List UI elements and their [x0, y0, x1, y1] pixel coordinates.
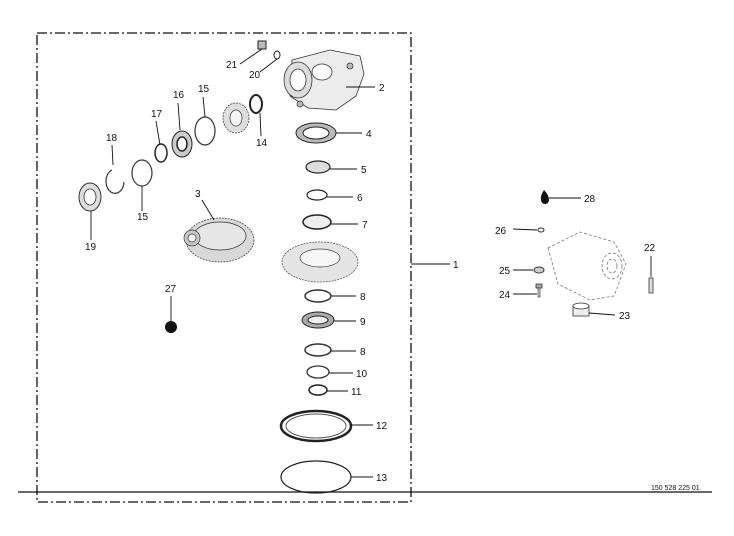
callout-3: 3 — [195, 189, 201, 200]
part-bevel-pinion-3 — [183, 217, 255, 263]
callout-11: 11 — [351, 387, 362, 398]
callout-8-upper: 8 — [360, 292, 366, 303]
part-outline-housing — [547, 231, 627, 301]
callout-16: 16 — [173, 90, 185, 101]
part-seal-12 — [279, 409, 353, 443]
callout-7: 7 — [362, 220, 368, 231]
part-nut-21 — [257, 40, 267, 50]
callout-28: 28 — [584, 194, 596, 205]
callout-18: 18 — [106, 133, 118, 144]
callout-14: 14 — [256, 138, 268, 149]
callout-10: 10 — [356, 369, 368, 380]
leader-lines — [90, 48, 652, 478]
callout-15-upper: 15 — [198, 84, 210, 95]
callout-22: 22 — [644, 243, 656, 254]
drawing-reference-number: 150 528 225 01 — [651, 485, 700, 492]
callout-21: 21 — [226, 60, 238, 71]
part-ring-7 — [302, 214, 332, 230]
part-gear-small — [222, 102, 250, 134]
part-ring-15b — [131, 159, 153, 187]
callout-4: 4 — [366, 129, 372, 140]
callout-23: 23 — [619, 311, 631, 322]
callout-5: 5 — [361, 165, 367, 176]
part-pin-22 — [648, 277, 654, 294]
part-oil-drop-28 — [540, 190, 549, 204]
part-oring-20 — [273, 50, 281, 60]
part-washer-26 — [537, 227, 545, 233]
assembly-boundary — [36, 32, 412, 503]
part-ring-11 — [308, 384, 328, 396]
part-ring-6 — [306, 189, 328, 201]
part-crown-gear — [281, 241, 359, 283]
callout-1: 1 — [453, 260, 459, 271]
callout-2: 2 — [379, 83, 385, 94]
part-ring-15a — [194, 116, 216, 146]
part-bolt-24 — [535, 283, 543, 298]
callout-19: 19 — [85, 242, 97, 253]
part-ring-8b — [304, 343, 332, 357]
callout-15-lower: 15 — [137, 212, 149, 223]
part-circlip-18 — [105, 169, 125, 194]
part-housing — [283, 49, 365, 111]
part-cap-23 — [572, 302, 590, 317]
callout-13: 13 — [376, 473, 388, 484]
callout-27: 27 — [165, 284, 177, 295]
part-ring-10 — [306, 365, 330, 379]
part-bearing-9 — [301, 311, 335, 329]
callout-24: 24 — [499, 290, 511, 301]
callout-9: 9 — [360, 317, 366, 328]
part-bearing-4 — [295, 122, 337, 144]
callout-labels: 1 2 3 4 5 6 7 8 9 8 10 11 12 13 14 15 15… — [85, 60, 656, 484]
part-seal-14 — [249, 94, 263, 114]
part-plug-27 — [165, 321, 177, 333]
callout-20: 20 — [249, 70, 261, 81]
callout-25: 25 — [499, 266, 511, 277]
callout-17: 17 — [151, 109, 163, 120]
part-ring-5 — [305, 160, 331, 174]
callout-8-lower: 8 — [360, 347, 366, 358]
callout-6: 6 — [357, 193, 363, 204]
part-ring-17 — [154, 143, 168, 163]
part-washer-25 — [533, 266, 545, 274]
part-bearing-16 — [171, 130, 193, 158]
part-washer-19 — [78, 182, 102, 212]
part-oring-13 — [280, 460, 352, 494]
part-ring-8a — [304, 289, 332, 303]
callout-12: 12 — [376, 421, 388, 432]
callout-26: 26 — [495, 226, 507, 237]
